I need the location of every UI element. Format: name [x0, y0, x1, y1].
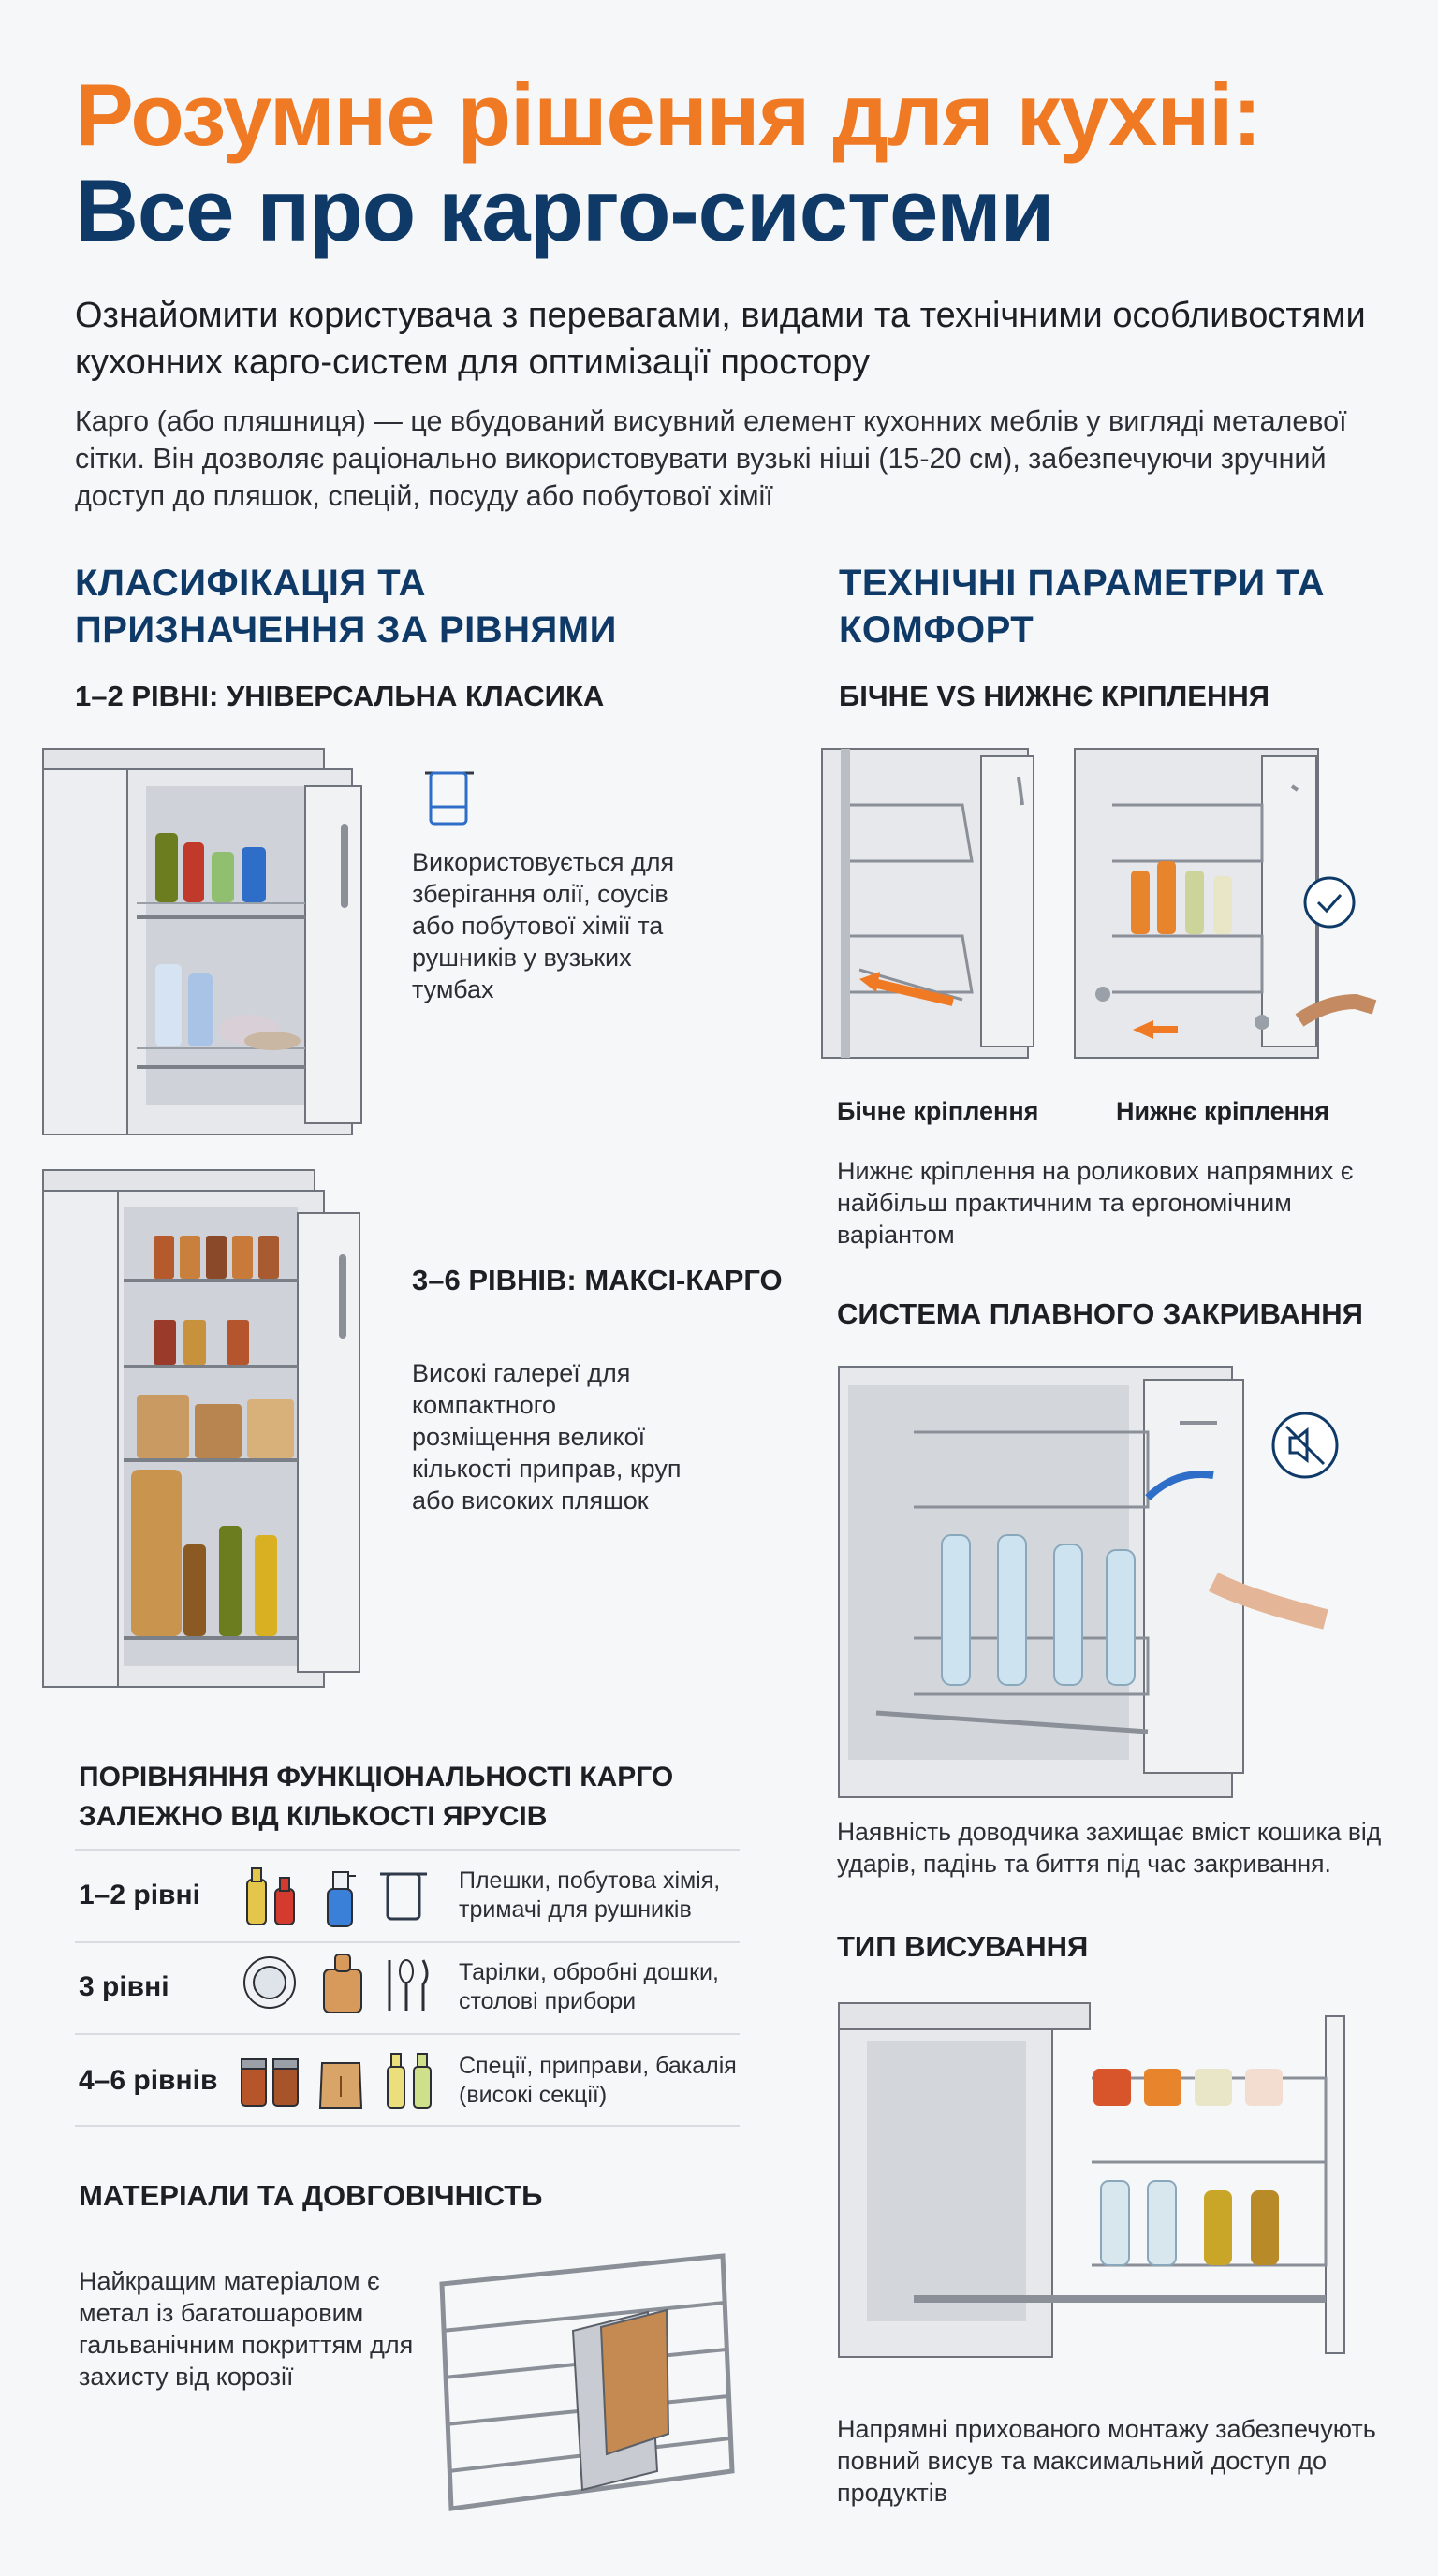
level12-text: Використовується для зберігання олії, со…	[412, 848, 675, 1003]
board-icon	[323, 1954, 362, 2013]
plate-icon	[243, 1956, 296, 2009]
towel-icon	[425, 771, 474, 826]
mount-title: БІЧНЕ VS НИЖНЄ КРІПЛЕННЯ	[839, 680, 1270, 712]
comparison-row-text: Тарілки, обробні дошки, столові прибори	[459, 1959, 719, 2014]
side-mount-illustration	[821, 748, 1034, 1059]
subtitle: Ознайомити користувача з перевагами, вид…	[75, 296, 1366, 382]
wire-basket-illustration	[439, 2253, 735, 2511]
bottom-mount-caption: Нижнє кріплення	[1116, 1097, 1329, 1125]
left-section-title: КЛАСИФІКАЦІЯ ТА ПРИЗНАЧЕННЯ ЗА РІВНЯМИ	[75, 563, 617, 651]
mute-icon	[1271, 1412, 1339, 1479]
bottle-icon	[246, 1867, 295, 1925]
title-line-1: Розумне рішення для кухні:	[75, 66, 1262, 164]
softclose-title: СИСТЕМА ПЛАВНОГО ЗАКРИВАННЯ	[837, 1297, 1363, 1330]
comparison-divider	[75, 2033, 740, 2035]
full-extension-illustration	[838, 2002, 1345, 2358]
spray-icon	[327, 1871, 356, 1927]
materials-text: Найкращим матеріалом є метал із багатоша…	[79, 2267, 414, 2391]
softclose-text: Наявність доводчика захищає вміст кошика…	[837, 1818, 1382, 1878]
level12-title: 1–2 РІВНІ: УНІВЕРСАЛЬНА КЛАСИКА	[75, 680, 605, 712]
level36-text: Високі галереї для компактного розміщенн…	[412, 1359, 682, 1515]
cargo-maxi-illustration	[42, 1169, 360, 1688]
jar-icon	[241, 2058, 299, 2107]
bag-icon	[318, 2062, 363, 2109]
level36-title: 3–6 РІВНІВ: МАКСІ-КАРГО	[412, 1264, 783, 1296]
towel-holder-icon	[380, 1872, 427, 1921]
comparison-top-divider	[75, 1849, 740, 1851]
soft-close-illustration	[838, 1366, 1328, 1798]
extension-title: ТИП ВИСУВАННЯ	[837, 1930, 1089, 1963]
check-icon	[1303, 876, 1356, 929]
intro-paragraph: Карго (або пляшниця) — це вбудований вис…	[75, 405, 1347, 512]
comparison-row-label: 1–2 рівні	[79, 1880, 200, 1910]
comparison-row-text: Плешки, побутова хімія, тримачі для рушн…	[459, 1867, 721, 1923]
comparison-bottom-divider	[75, 2125, 740, 2127]
comparison-title: ПОРІВНЯННЯ ФУНКЦІОНАЛЬНОСТІ КАРГО ЗАЛЕЖН…	[79, 1762, 674, 1832]
right-section-title: ТЕХНІЧНІ ПАРАМЕТРИ ТА КОМФОРТ	[839, 563, 1325, 651]
comparison-row-label: 3 рівні	[79, 1971, 169, 2002]
mount-text: Нижнє кріплення на роликових напрямних є…	[837, 1157, 1354, 1249]
extension-text: Напрямні прихованого монтажу забезпечуют…	[837, 2415, 1376, 2507]
side-mount-caption: Бічне кріплення	[837, 1097, 1039, 1125]
cargo-2-level-illustration	[42, 748, 362, 1135]
bottles-icon	[387, 2053, 432, 2109]
cutlery-icon	[388, 1959, 429, 2011]
materials-title: МАТЕРІАЛИ ТА ДОВГОВІЧНІСТЬ	[79, 2179, 543, 2212]
title-line-2: Все про карго-системи	[75, 161, 1054, 259]
comparison-divider	[75, 1941, 740, 1943]
comparison-row-text: Спеції, приправи, бакалія (високі секції…	[459, 2053, 737, 2108]
comparison-row-label: 4–6 рівнів	[79, 2065, 218, 2096]
